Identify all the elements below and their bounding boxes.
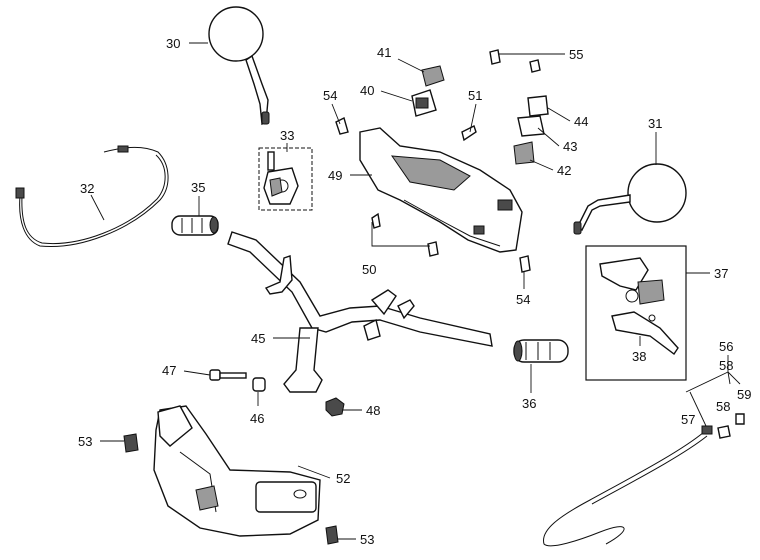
bolt-and-nuts: [209, 369, 345, 417]
callout-31: 31: [648, 116, 662, 131]
callout-37: 37: [714, 266, 728, 281]
throttle-cable: [15, 145, 169, 248]
callout-47: 47: [162, 363, 176, 378]
right-mirror: [573, 163, 687, 235]
handlebar: [227, 231, 493, 393]
callout-59: 59: [737, 387, 751, 402]
brake-lever-assembly: [585, 245, 687, 381]
callout-52: 52: [336, 471, 350, 486]
switch-set: [411, 65, 549, 165]
leader-lines: [90, 42, 741, 540]
callout-43: 43: [563, 139, 577, 154]
callout-58-upper: 58: [719, 358, 733, 373]
callout-49: 49: [328, 168, 342, 183]
left-grip: [171, 215, 219, 236]
callout-32: 32: [80, 181, 94, 196]
callout-45: 45: [251, 331, 265, 346]
callout-54-right: 54: [516, 292, 530, 307]
left-mirror: [208, 6, 270, 126]
callout-57: 57: [681, 412, 695, 427]
callout-48: 48: [366, 403, 380, 418]
brake-cable: [543, 413, 745, 547]
callout-41: 41: [377, 45, 391, 60]
handlebar-front-cover: [359, 127, 523, 253]
callout-53-left: 53: [78, 434, 92, 449]
throttle-housing: [258, 147, 313, 211]
callout-40: 40: [360, 83, 374, 98]
handlebar-rear-cover: [123, 405, 339, 545]
callout-44: 44: [574, 114, 588, 129]
callout-51: 51: [468, 88, 482, 103]
callout-numbers: 30 31 32 33 35 36 37 38 40 41 42 43 44 4…: [78, 36, 751, 547]
callout-30: 30: [166, 36, 180, 51]
callout-33: 33: [280, 128, 294, 143]
callout-38: 38: [632, 349, 646, 364]
right-grip: [513, 339, 569, 363]
callout-35: 35: [191, 180, 205, 195]
callout-42: 42: [557, 163, 571, 178]
callout-56: 56: [719, 339, 733, 354]
callout-53-bottom: 53: [360, 532, 374, 547]
callout-58-lower: 58: [716, 399, 730, 414]
callout-50: 50: [362, 262, 376, 277]
callout-55: 55: [569, 47, 583, 62]
screws: [335, 49, 541, 273]
callout-54-top: 54: [323, 88, 337, 103]
callout-36: 36: [522, 396, 536, 411]
callout-46: 46: [250, 411, 264, 426]
